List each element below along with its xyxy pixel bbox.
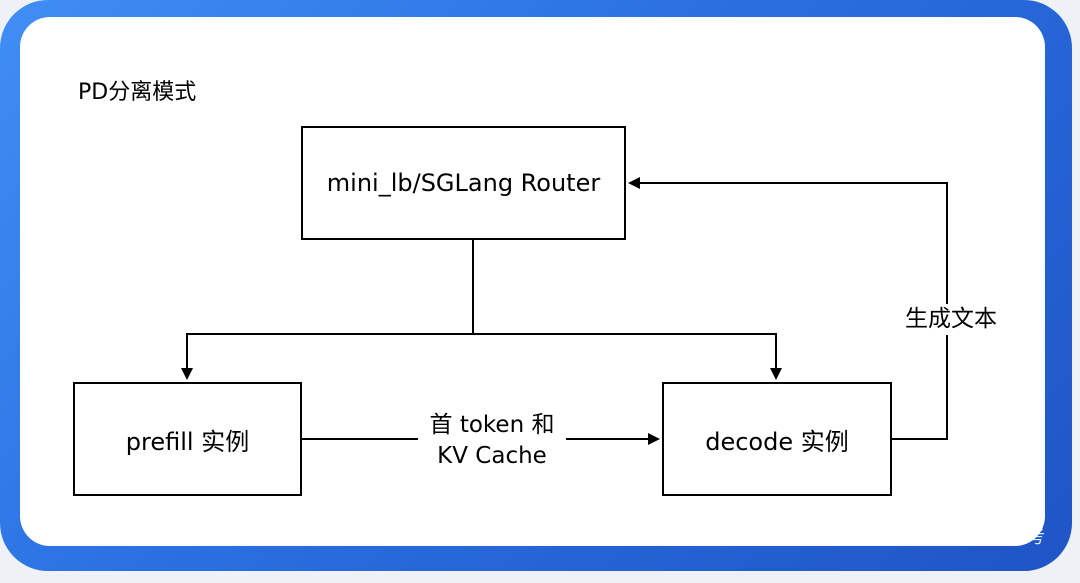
router-node: mini_lb/SGLang Router xyxy=(301,126,626,240)
router-to-prefill-connector xyxy=(181,240,474,380)
decode-node-label: decode 实例 xyxy=(705,427,849,456)
prefill-node: prefill 实例 xyxy=(73,382,302,496)
diagram-title: PD分离模式 xyxy=(78,80,197,105)
prefill-to-decode-label-line1: 首 token 和 xyxy=(429,412,555,438)
decode-node: decode 实例 xyxy=(662,382,892,496)
prefill-to-decode-label: 首 token 和 KV Cache xyxy=(418,410,566,472)
decode-to-router-label-text: 生成文本 xyxy=(905,306,997,332)
prefill-to-decode-label-line2: KV Cache xyxy=(437,443,547,469)
router-node-label: mini_lb/SGLang Router xyxy=(326,169,601,197)
router-to-decode-connector xyxy=(473,333,782,380)
prefill-node-label: prefill 实例 xyxy=(125,427,250,456)
decode-to-router-label: 生成文本 xyxy=(896,304,1006,335)
watermark: 银光的学习和思考 xyxy=(894,527,1046,548)
